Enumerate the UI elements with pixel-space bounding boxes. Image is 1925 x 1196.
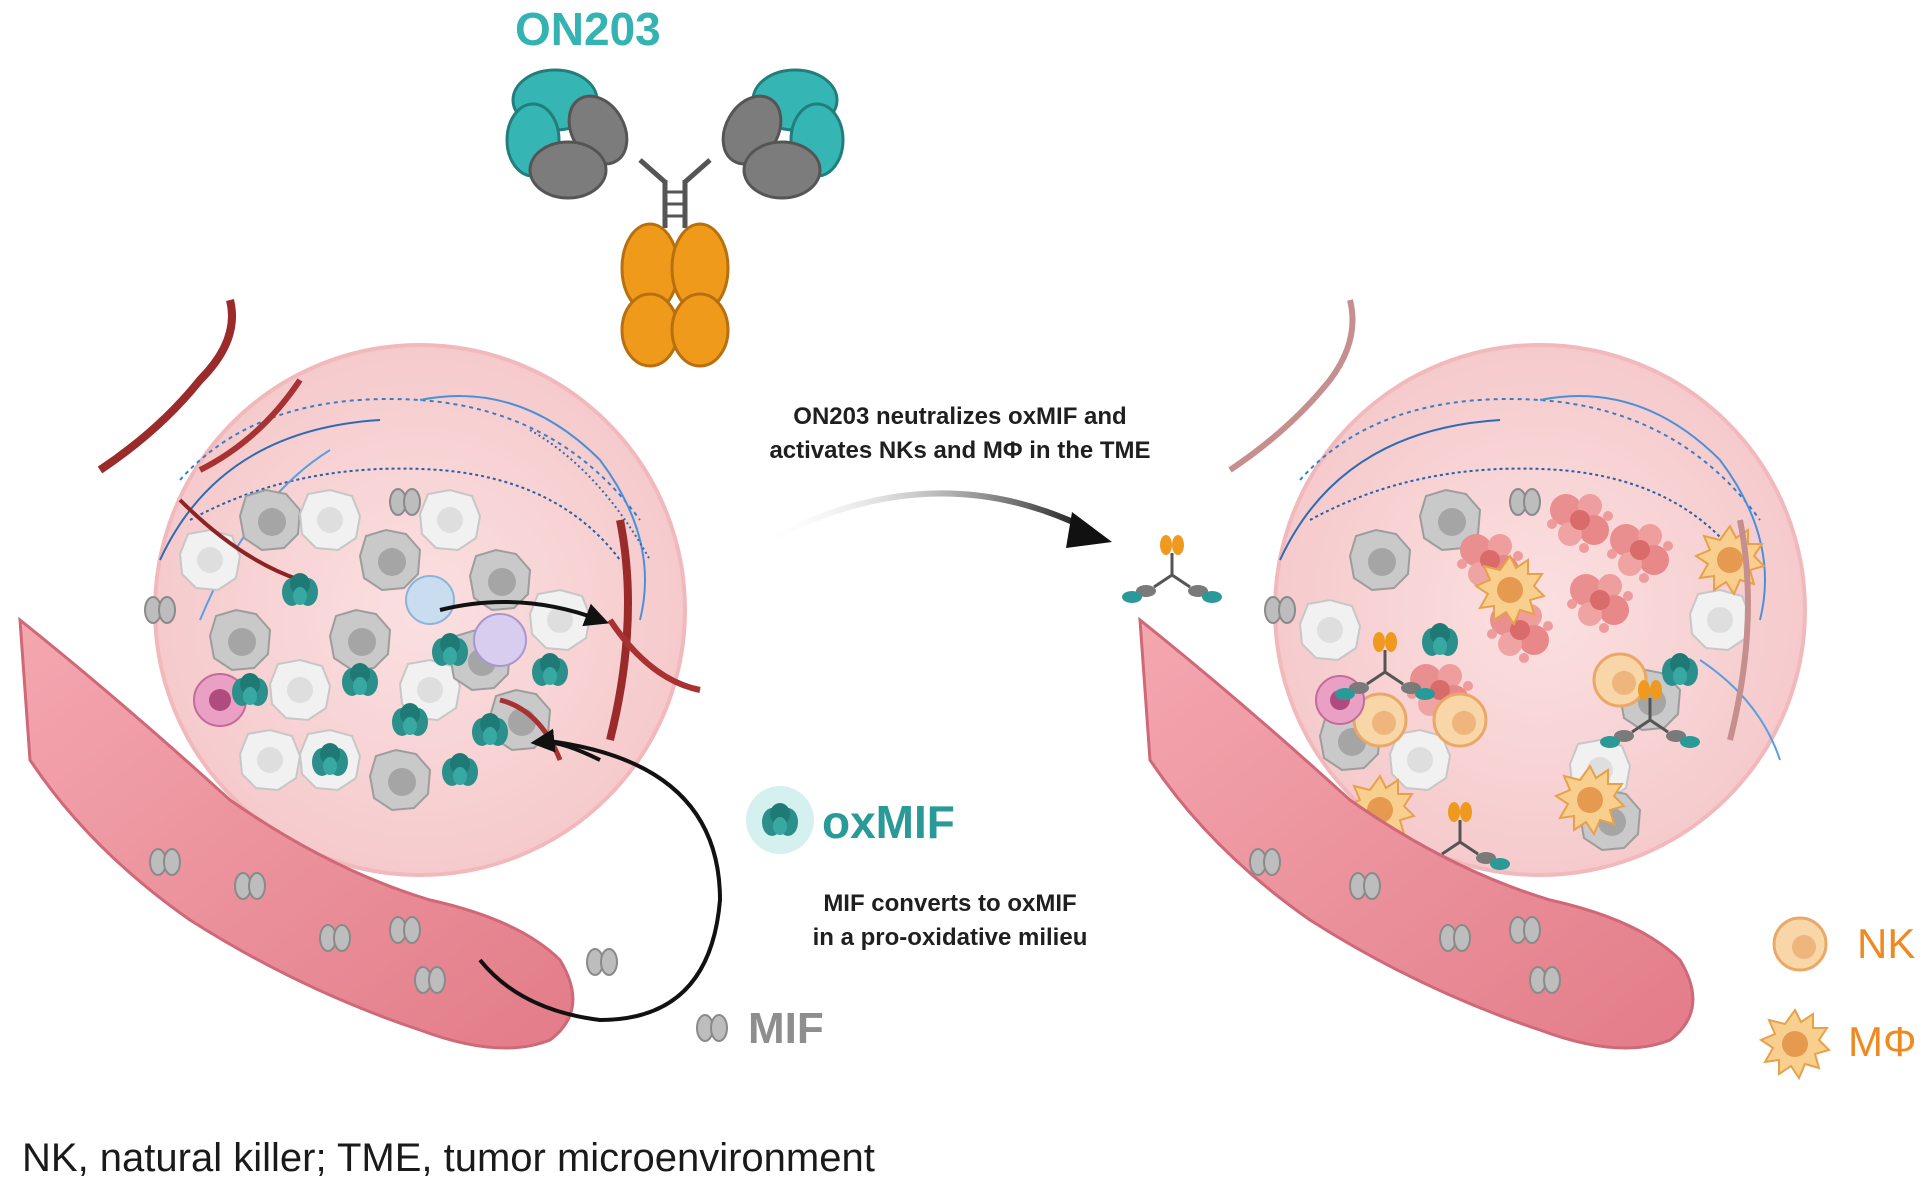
legend-macrophage-label: MΦ: [1848, 1018, 1917, 1065]
oxmif-legend-icon: [746, 786, 814, 854]
legend-oxmif-label: oxMIF: [822, 796, 955, 848]
conversion-cycle-arrow: [439, 600, 723, 1023]
footnote: NK, natural killer; TME, tumor microenvi…: [22, 1136, 875, 1180]
nk-legend-icon: [1772, 916, 1828, 972]
tumor-right: [1228, 299, 1807, 877]
legend-nk-label: NK: [1857, 920, 1916, 967]
action-arrow: [758, 490, 1224, 605]
conversion-label-line2: in a pro-oxidative milieu: [812, 924, 1088, 951]
antibody-title: ON203: [515, 3, 661, 55]
antibody-icon: [505, 68, 845, 368]
action-label-line2: activates NKs and MΦ in the TME: [769, 437, 1151, 464]
action-label-line1: ON203 neutralizes oxMIF and: [793, 403, 1127, 430]
blood-vessel-right: [1138, 616, 1695, 1050]
mif-legend-icon: [696, 1014, 728, 1042]
conversion-label: MIF converts to oxMIF in a pro-oxidative…: [740, 887, 1160, 955]
legend-mif-label: MIF: [748, 1004, 824, 1053]
conversion-label-line1: MIF converts to oxMIF: [823, 890, 1077, 917]
action-label: ON203 neutralizes oxMIF and activates NK…: [700, 400, 1220, 468]
macrophage-legend-icon: [1760, 1009, 1830, 1079]
blood-vessel-left: [18, 616, 618, 1050]
